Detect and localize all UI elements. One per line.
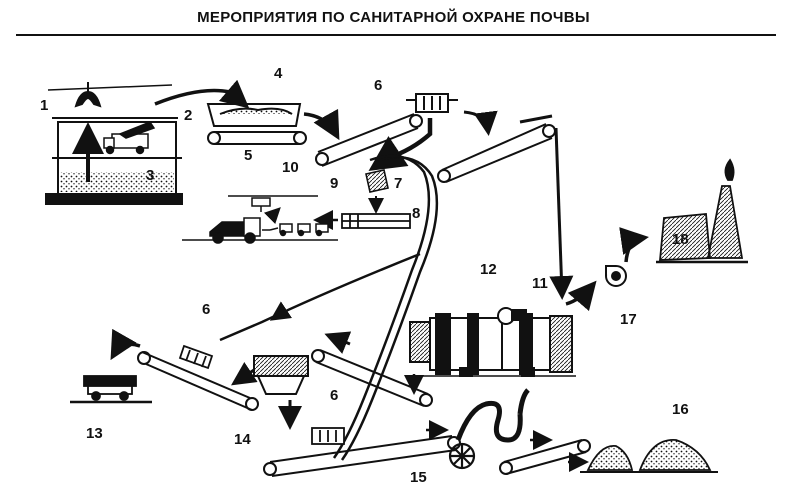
incinerator-icon: [656, 158, 748, 264]
bunker-icon: [253, 355, 309, 395]
label-4: 4: [274, 65, 283, 82]
magnetic-separator-icon: [406, 93, 458, 113]
label-11: 11: [532, 275, 548, 292]
label-13: 13: [86, 425, 103, 442]
receiving-bunker: [45, 84, 183, 205]
label-5: 5: [244, 147, 253, 164]
garbage-truck-icon: [103, 121, 156, 155]
label-6-bottom: 6: [330, 387, 339, 404]
label-15: 15: [410, 469, 427, 486]
conveyor-bottom: [263, 435, 461, 477]
sorting-unit-icon: [365, 169, 389, 193]
label-6-left: 6: [202, 301, 211, 318]
sieve-drum-icon: [448, 442, 476, 470]
label-10: 10: [282, 159, 299, 176]
magnetic-separator-icon: [311, 427, 345, 445]
label-2: 2: [184, 107, 193, 124]
grab-crane-icon: [74, 82, 102, 108]
hopper-conveyor: [206, 103, 307, 145]
label-14: 14: [234, 431, 251, 448]
conveyor-lower-left: [137, 351, 259, 411]
diagram-title: МЕРОПРИЯТИЯ ПО САНИТАРНОЙ ОХРАНЕ ПОЧВЫ: [197, 9, 590, 26]
overhead-crane-icon: [228, 195, 318, 212]
label-8: 8: [412, 205, 421, 222]
label-3: 3: [146, 167, 155, 184]
biothermal-drum: [409, 313, 576, 377]
rail-wagon-icon: [70, 375, 152, 404]
label-18: 18: [672, 231, 689, 248]
conveyor-right: [499, 439, 591, 475]
label-12: 12: [480, 261, 497, 278]
label-9: 9: [330, 175, 339, 192]
title-underline: [16, 34, 776, 36]
bale-press-icon: [341, 213, 411, 229]
label-17: 17: [620, 311, 637, 328]
label-7: 7: [394, 175, 403, 192]
conveyor-inclined: [437, 123, 556, 183]
fan-icon: [605, 265, 627, 287]
label-16: 16: [672, 401, 689, 418]
truck-with-trailer-icon: [182, 207, 338, 244]
label-1: 1: [40, 97, 49, 114]
fan-icon: [497, 307, 527, 325]
compost-piles: [580, 439, 718, 473]
magnetic-separator-icon: [178, 344, 214, 370]
label-6-top: 6: [374, 77, 383, 94]
